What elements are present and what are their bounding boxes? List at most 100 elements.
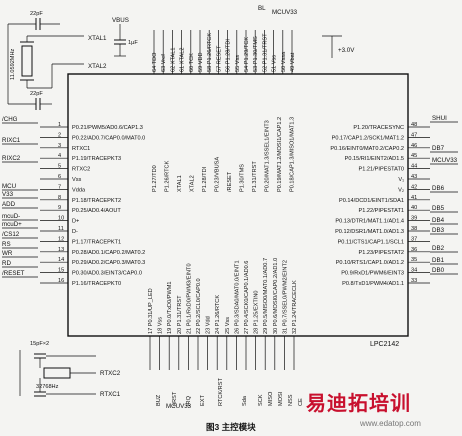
right-pin-signal: V₂ xyxy=(398,187,404,193)
right-pin-signal: P0.15/RI1/EINT2/AD1.5 xyxy=(345,156,404,162)
top-inner-label: P1.30/TMS xyxy=(240,164,246,192)
right-pin-signal: P0.17/CAP1.2/SCK1/MAT1.2 xyxy=(332,135,404,141)
left-pin-signal: Vss xyxy=(72,177,82,183)
bottom-pin-label: 32 P1.24/TRACECLK xyxy=(292,280,298,334)
top-pin-label: 51 Vss xyxy=(272,55,278,72)
left-pin-number: 10 xyxy=(58,216,64,222)
left-pin-number: 7 xyxy=(58,184,61,190)
bottom-pin-label: 20 P1.31/TRST xyxy=(177,295,183,334)
top-inner-label: P1.27/TD0 xyxy=(152,165,158,192)
top-pin-label: 60 TCK xyxy=(189,53,195,72)
right-pin-number: 46 xyxy=(411,143,417,149)
bottom-net-label: BUZ xyxy=(156,394,162,406)
cap-vbus-label: 1µF xyxy=(128,40,138,46)
left-pin-signal: P0.29/AD0.2/CAP0.3/MAT0.3 xyxy=(72,260,145,266)
right-pin-number: 35 xyxy=(411,257,417,263)
bottom-net-label: nRST xyxy=(172,391,178,406)
top-inner-label: P0.23/VBUSA xyxy=(215,157,221,192)
left-pin-signal: P0.25/AD0.4/AOUT xyxy=(72,208,121,214)
cap-main-bottom-label: 22pF xyxy=(30,91,43,97)
left-pin-signal: P0.22/AD0.7/CAP0.0/MAT0.0 xyxy=(72,135,145,141)
right-pin-signal: P0.10/RTS1/CAP1.0/AD1.2 xyxy=(336,260,404,266)
left-net-label: RIXC2 xyxy=(2,155,21,162)
left-pin-number: 2 xyxy=(58,132,61,138)
bottom-pin-label: 24 P1.26/RTCK xyxy=(215,295,221,334)
left-pin-signal: P0.21/PWM5/AD0.6/CAP1.3 xyxy=(72,125,143,131)
left-pin-signal: P0.28/AD0.1/CAP0.2/MAT0.2 xyxy=(72,250,145,256)
bottom-pin-label: 25 Vss xyxy=(225,317,231,334)
bottom-net-label: CE xyxy=(298,398,304,406)
left-pin-signal: Vdda xyxy=(72,187,86,193)
figure-caption: 图3 主控模块 xyxy=(206,422,256,432)
chip-part-label: LPC2142 xyxy=(370,341,399,348)
left-pin-signal: P0.30/AD0.3/EINT3/CAP0.0 xyxy=(72,271,142,277)
left-pin-number: 12 xyxy=(58,236,64,242)
top-pin-label: 53 P1.30/TMS xyxy=(253,36,259,72)
right-pin-signal: V₁ xyxy=(398,177,404,183)
left-pin-number: 9 xyxy=(58,205,61,211)
right-pin-number: 40 xyxy=(411,205,417,211)
vbus-cap-block: VBUS 1µF xyxy=(112,17,138,57)
right-net-label: DB1 xyxy=(432,257,445,264)
right-pin-signal: P0.11/CTS1/CAP1.1/SCL1 xyxy=(338,239,404,245)
bottom-net-label: Sda xyxy=(242,395,248,406)
left-pin-signal: D- xyxy=(72,229,78,235)
vbus-label: VBUS xyxy=(112,17,129,24)
bottom-net-label: RTCK/RST xyxy=(218,378,224,406)
bottom-net-label: IRQ xyxy=(186,395,192,406)
left-net-label: /CS12 xyxy=(2,231,20,238)
right-pin-signal: P0.9/RxD1/PWM6/EINT3 xyxy=(341,271,404,277)
bottom-pin-label: 22 P0.2/SCL0/CAP0.0 xyxy=(196,278,202,334)
right-pin-number: 37 xyxy=(411,236,417,242)
right-pin-number: 47 xyxy=(411,132,417,138)
left-net-label: mcuD- xyxy=(2,213,20,220)
net-bl: BL xyxy=(258,5,266,12)
bottom-pin-label: 26 P0.3/SDA0/MAT0.0/EINT1 xyxy=(234,260,240,334)
top-inner-label: P0.20/MAT1.3/SSEL1/EINT3 xyxy=(265,120,271,192)
right-pin-signal: P0.14/DCD1/EINT1/SDA1 xyxy=(339,198,404,204)
left-pin-number: 14 xyxy=(58,257,64,263)
left-pin-number: 6 xyxy=(58,174,61,180)
bottom-pin-label: 18 Vss xyxy=(158,317,164,334)
bottom-pin-label: 27 P0.4/SCK0/CAP0.1/AD0.6 xyxy=(244,261,250,334)
left-pin-signal: D+ xyxy=(72,219,79,225)
left-pin-number: 3 xyxy=(58,143,61,149)
left-pin-signal: RTXC1 xyxy=(72,146,90,152)
top-pin-label: 49 Vbat xyxy=(290,52,296,72)
lpc2142-chip-body xyxy=(67,73,409,337)
bottom-pin-label: 31 P0.7/SSEL0/PWM2/EINT2 xyxy=(282,260,288,334)
right-pin-number: 42 xyxy=(411,184,417,190)
right-net-label: MCUV33 xyxy=(432,157,458,164)
right-net-label: SHUI xyxy=(432,115,447,122)
top-inner-label: XTAL2 xyxy=(190,175,196,192)
right-pin-number: 39 xyxy=(411,216,417,222)
bottom-pin-label: 30 P0.6/MOSI0/CAP0.2/AD1.0 xyxy=(273,258,279,334)
top-pin-label: 63 Vref xyxy=(161,54,167,72)
top-pin-label: 61 XTAL2 xyxy=(180,48,186,72)
left-pin-number: 5 xyxy=(58,164,61,170)
right-pin-number: 33 xyxy=(411,278,417,284)
cap-rtc-label: 15pF×2 xyxy=(30,341,49,347)
bottom-pin-label: 21 P0.1/RxD0/PWM3/EINT0 xyxy=(186,263,192,334)
left-pin-signal: P1.18/TRACEPKT2 xyxy=(72,198,121,204)
left-net-label: WR xyxy=(2,250,13,257)
top-pin-label: 54 P1.29/TCK xyxy=(244,37,250,72)
left-net-label: V33 xyxy=(2,191,14,198)
top-pin-label: 64 TDO xyxy=(152,52,158,72)
crystal-rtc-label: 32768Hz xyxy=(36,384,59,390)
right-pin-number: 48 xyxy=(411,122,417,128)
bottom-net-mcuv33: MCUV33 xyxy=(166,403,192,410)
top-inner-label: P0.18/CAP1.3/MISO1/MAT1.3 xyxy=(290,117,296,192)
left-net-label: RS xyxy=(2,241,11,248)
left-net-label: MCU xyxy=(2,183,16,190)
left-pin-signal: P1.19/TRACEPKT3 xyxy=(72,156,121,162)
right-net-label: DB7 xyxy=(432,145,445,152)
bottom-net-label: NSS xyxy=(288,394,294,406)
net-mcuv33-top: MCUV33 xyxy=(272,9,298,16)
bottom-pin-label: 19 P0.0/TxD0/PWM1 xyxy=(167,281,173,334)
